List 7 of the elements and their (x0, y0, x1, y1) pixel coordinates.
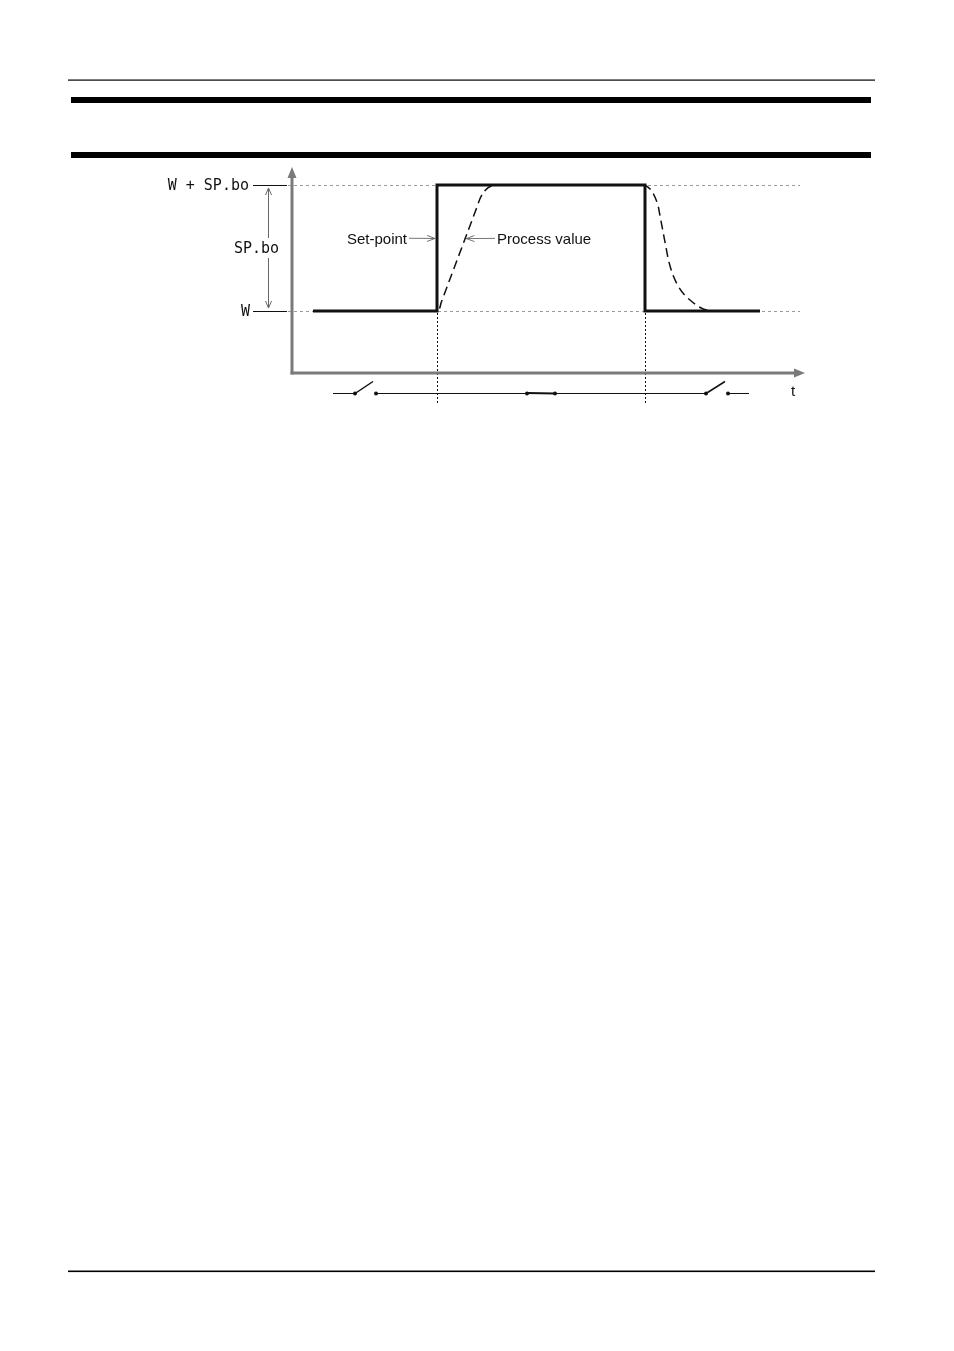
step-curve (313, 183, 760, 313)
axis-label: t (791, 382, 796, 398)
curve-label: Set-point (346, 230, 407, 246)
level-label: W + SP.bo (167, 177, 249, 193)
dimension-label: SP.bo (234, 240, 280, 256)
curve-label: Process value (497, 230, 592, 246)
level-label: W (240, 303, 250, 319)
